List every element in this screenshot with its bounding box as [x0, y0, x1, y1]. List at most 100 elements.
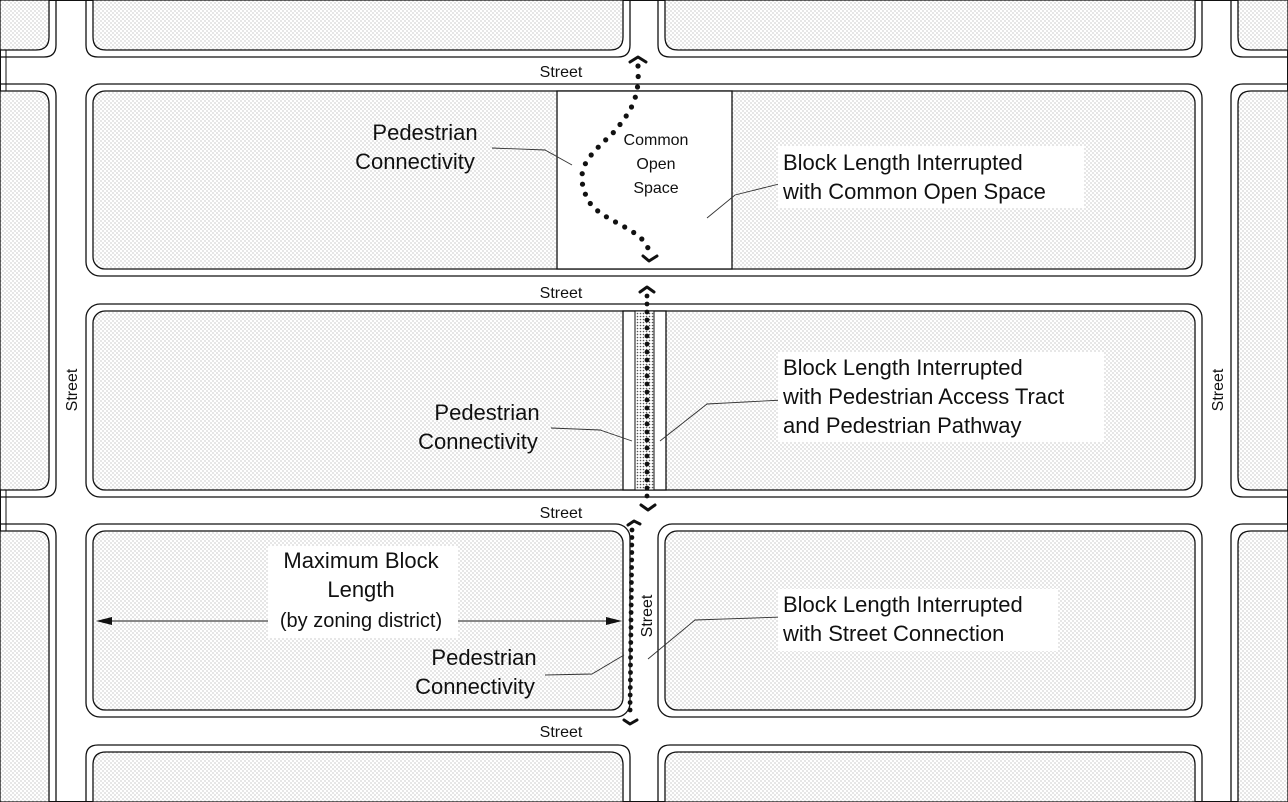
pathway-dot — [631, 229, 637, 236]
pathway-dot — [629, 587, 634, 593]
pathway-dot — [587, 200, 593, 207]
pathway-dot — [644, 485, 650, 491]
pathway-dot — [627, 692, 633, 698]
leader-lines — [491, 147, 784, 676]
street-label-top: Street — [540, 64, 583, 81]
pathway-dot — [644, 493, 650, 499]
pathway-dot — [610, 130, 616, 136]
pathway-dot — [629, 557, 635, 563]
side-blocks — [0, 83, 1288, 802]
street-label-bottom: Street — [540, 724, 583, 741]
svg-text:with Pedestrian Access Tract: with Pedestrian Access Tract — [782, 384, 1064, 409]
pathway-dot — [644, 293, 650, 299]
pathway-dot — [644, 477, 650, 483]
pathway-dot — [617, 121, 623, 128]
pedestrian-label-3a: Pedestrian — [431, 645, 536, 670]
pathway-dot — [628, 595, 634, 600]
pathway-dot — [644, 469, 650, 475]
pathway-dot — [644, 381, 650, 387]
svg-text:Block Length Interrupted: Block Length Interrupted — [783, 150, 1023, 175]
pathway-dot — [595, 208, 601, 214]
pathway-dot — [644, 453, 650, 459]
pathway-dot — [639, 236, 645, 242]
pathway-dot — [629, 572, 634, 578]
pathway-dot — [582, 191, 589, 197]
pathway-dot — [644, 437, 650, 443]
pathway-dot — [628, 104, 635, 110]
interrupt-open-space-callout: Block Length Interrupted with Common Ope… — [778, 146, 1084, 208]
pathway-dot — [588, 152, 594, 158]
pathway-dot — [644, 421, 650, 427]
top-row-blocks — [0, 0, 1288, 58]
pathway-dot — [628, 655, 633, 660]
pathway-dot — [622, 224, 628, 230]
max-block-length-label: Maximum Block Length (by zoning district… — [268, 546, 458, 638]
pedestrian-label-2a: Pedestrian — [434, 400, 539, 425]
street-label-second: Street — [540, 285, 583, 302]
pathway-dot — [644, 429, 650, 435]
pathway-dot — [629, 542, 635, 548]
pathway-dot — [644, 301, 650, 307]
pathway-dot — [623, 113, 629, 119]
pathway-dot — [644, 445, 650, 451]
interrupt-tract-callout: Block Length Interrupted with Pedestrian… — [778, 352, 1104, 442]
pathway-dot — [628, 602, 634, 608]
svg-text:Maximum Block: Maximum Block — [283, 548, 439, 573]
common-open-space-label-3: Space — [633, 180, 678, 197]
street-label-left: Street — [64, 368, 81, 411]
pathway-dot — [644, 333, 650, 339]
pathway-dot — [628, 610, 634, 615]
pathway-dot — [629, 550, 635, 555]
pathway-dot — [644, 325, 650, 331]
pathway-dot — [644, 397, 650, 403]
pathway-dot — [644, 389, 650, 395]
street-label-connection: Street — [639, 594, 656, 637]
pathway-dot — [627, 700, 633, 705]
pedestrian-path-bottom — [627, 527, 635, 713]
pathway-dot — [629, 580, 634, 585]
pathway-dot — [628, 632, 634, 638]
pathway-dot — [635, 73, 641, 80]
common-open-space-area — [556, 90, 733, 270]
pathway-dot — [644, 365, 650, 371]
pathway-dot — [627, 707, 633, 713]
pathway-dot — [603, 214, 610, 220]
pathway-dot — [627, 685, 633, 690]
pathway-dot — [628, 625, 634, 630]
pathway-dot — [628, 662, 633, 668]
pathway-dot — [644, 413, 650, 419]
pathway-dot — [579, 181, 586, 187]
svg-text:and Pedestrian Pathway: and Pedestrian Pathway — [783, 413, 1022, 438]
svg-text:with Common Open Space: with Common Open Space — [782, 179, 1046, 204]
pedestrian-label-1b: Connectivity — [355, 149, 475, 174]
pedestrian-path-middle — [644, 293, 650, 499]
pathway-dot — [644, 341, 650, 347]
pathway-dot — [644, 461, 650, 467]
svg-text:Block Length Interrupted: Block Length Interrupted — [783, 355, 1023, 380]
pedestrian-label-2b: Connectivity — [418, 429, 538, 454]
pathway-dot — [644, 317, 650, 323]
pathway-dot — [644, 373, 650, 379]
svg-text:Block Length Interrupted: Block Length Interrupted — [783, 592, 1023, 617]
pathway-dot — [628, 670, 633, 675]
pathway-dot — [579, 171, 585, 177]
pathway-dot — [644, 405, 650, 411]
pathway-dot — [629, 527, 635, 533]
street-label-third: Street — [540, 505, 583, 522]
pathway-dot — [628, 677, 633, 683]
pathway-dot — [628, 617, 634, 623]
pathway-dot — [629, 565, 634, 570]
block-row-1 — [85, 83, 1203, 277]
common-open-space-label-1: Common — [624, 132, 689, 149]
pathway-dot — [612, 219, 619, 225]
pathway-dot — [628, 640, 634, 645]
pedestrian-label-3b: Connectivity — [415, 674, 535, 699]
pathway-dot — [595, 144, 601, 150]
pathway-dot — [582, 161, 589, 167]
pathway-dot — [644, 349, 650, 355]
pathway-dot — [634, 84, 641, 90]
pedestrian-label-1a: Pedestrian — [372, 120, 477, 145]
interrupt-street-callout: Block Length Interrupted with Street Con… — [778, 589, 1058, 651]
street-label-right: Street — [1210, 368, 1227, 411]
